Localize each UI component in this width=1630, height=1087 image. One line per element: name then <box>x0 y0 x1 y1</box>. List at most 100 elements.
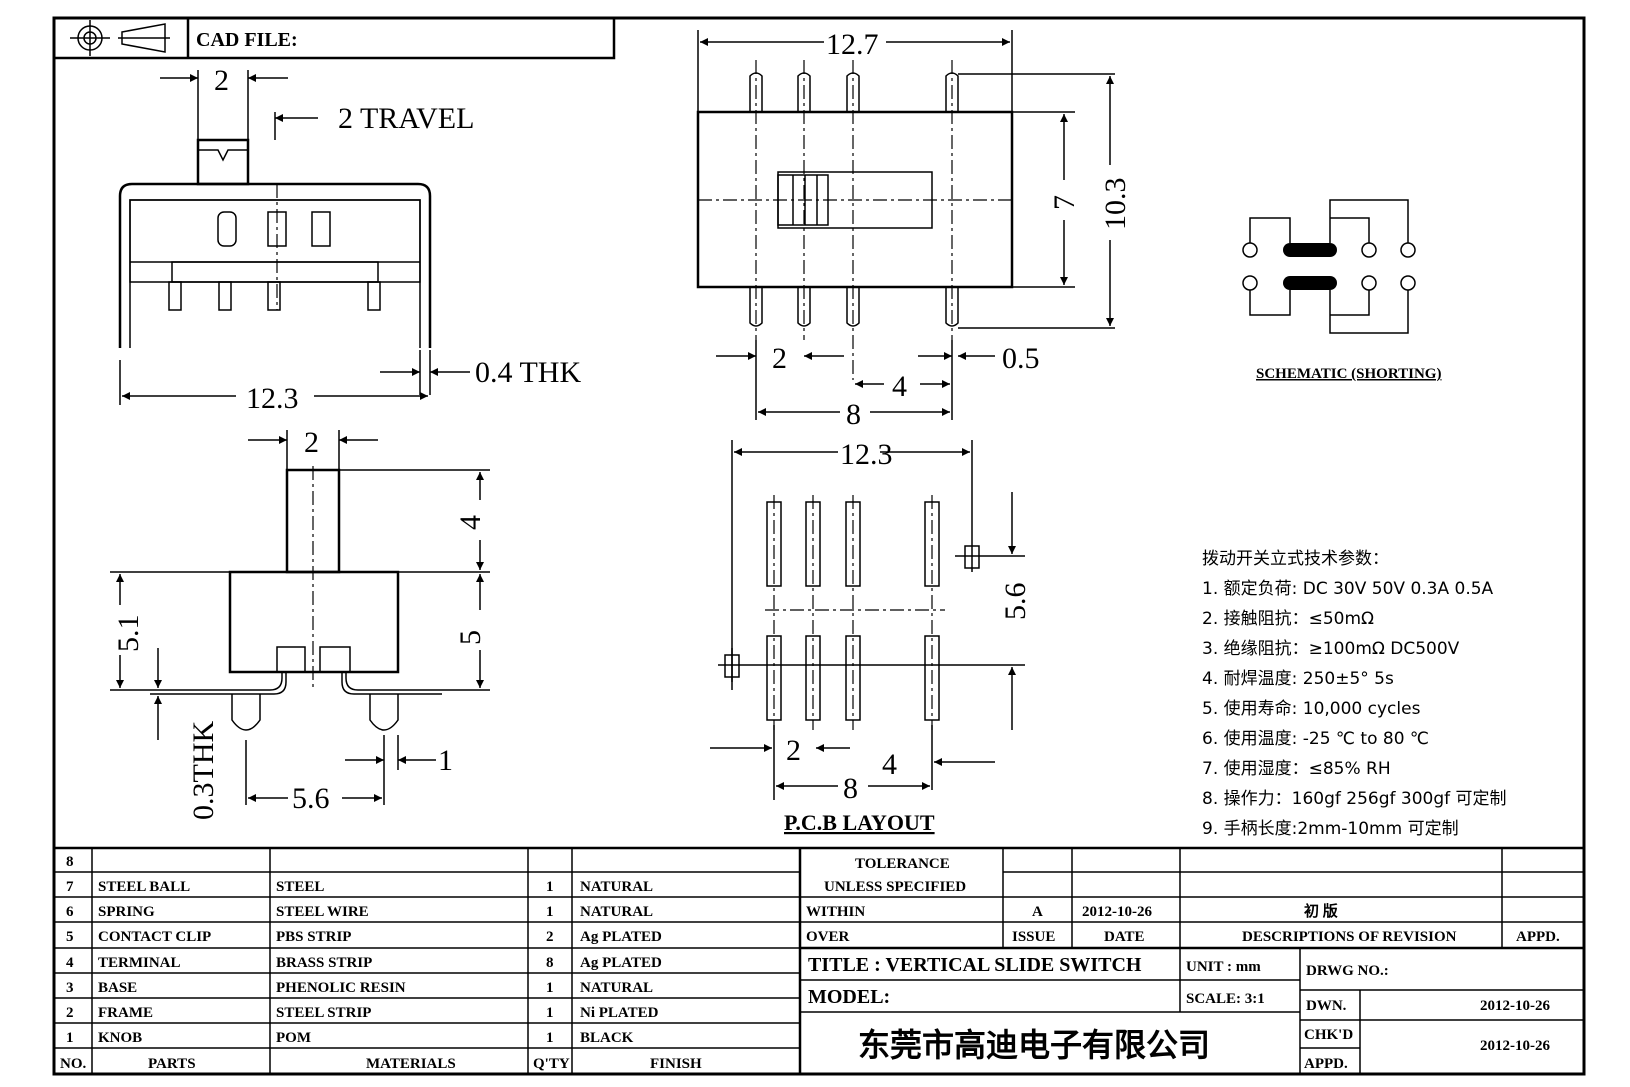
title-block: TOLERANCE UNLESS SPECIFIED WITHIN OVER A… <box>800 848 1584 1074</box>
spec-notes: 拨动开关立式技术参数： 1. 额定负荷: DC 30V 50V 0.3A 0.5… <box>1202 549 1507 839</box>
bom-material: STEEL STRIP <box>276 1005 371 1021</box>
approved-label: APPD. <box>1304 1056 1348 1072</box>
bom-finish: BLACK <box>580 1030 634 1046</box>
bom-material: STEEL <box>276 879 324 895</box>
bom-material: BRASS STRIP <box>276 955 372 971</box>
front-knob-width-dim: 2 <box>304 426 319 459</box>
front-view: 2 4 5 5.1 0.3THK 1 5.6 <box>110 426 490 820</box>
issue-label: ISSUE <box>1012 929 1055 945</box>
revision-description: 初 版 <box>1304 902 1338 920</box>
descriptions-label: DESCRIPTIONS OF REVISION <box>1242 929 1457 945</box>
bom-qty: 8 <box>546 955 554 971</box>
pcb-row-spacing-dim: 5.6 <box>999 583 1032 621</box>
bom-finish: NATURAL <box>580 904 653 920</box>
side-knob-width-dim: 2 <box>214 64 229 97</box>
bom-qty: 1 <box>546 1030 554 1046</box>
bom-material: PBS STRIP <box>276 929 351 945</box>
bom-no: 2 <box>66 1005 74 1021</box>
over-label: OVER <box>806 929 850 945</box>
bom-part: SPRING <box>98 904 155 920</box>
side-travel-dim: 2 TRAVEL <box>338 102 474 135</box>
checked-label: CHK'D <box>1304 1027 1353 1043</box>
bom-part: STEEL BALL <box>98 879 190 895</box>
projection-symbol-icon <box>70 20 170 56</box>
bom-finish: NATURAL <box>580 879 653 895</box>
drawing-title: TITLE : VERTICAL SLIDE SWITCH <box>808 954 1142 976</box>
cad-header: CAD FILE: <box>52 16 616 60</box>
side-thickness-dim: 0.4 THK <box>475 356 581 389</box>
pcb-pitch4-dim: 4 <box>882 748 897 781</box>
drawing-border <box>52 16 1586 1076</box>
bom-header-materials: MATERIALS <box>366 1056 456 1072</box>
top-span-dim: 8 <box>846 398 861 431</box>
front-total-height-dim: 5.1 <box>112 615 145 653</box>
bom-material: STEEL WIRE <box>276 904 369 920</box>
top-length-dim: 12.7 <box>826 28 879 61</box>
bom-qty: 1 <box>546 904 554 920</box>
unless-specified-label: UNLESS SPECIFIED <box>824 879 966 895</box>
pcb-pitch-dim: 2 <box>786 734 801 767</box>
side-width-dim: 12.3 <box>246 382 299 415</box>
bom-part: BASE <box>98 980 137 996</box>
front-pin-offset-dim: 1 <box>438 744 453 777</box>
pcb-span-dim: 8 <box>843 772 858 805</box>
spec-item: 1. 额定负荷: DC 30V 50V 0.3A 0.5A <box>1202 579 1494 599</box>
bom-header-finish: FINISH <box>650 1056 702 1072</box>
top-pitch-dim: 2 <box>772 342 787 375</box>
within-label: WITHIN <box>806 904 865 920</box>
appd-label: APPD. <box>1516 929 1560 945</box>
bom-no: 7 <box>66 879 74 895</box>
spec-item: 3. 绝缘阻抗：≥100mΩ DC500V <box>1202 639 1460 659</box>
top-pin-thk-dim: 0.5 <box>1002 342 1040 375</box>
top-inner-width-dim: 7 <box>1048 195 1081 210</box>
front-knob-height-dim: 4 <box>454 515 487 530</box>
bom-finish: NATURAL <box>580 980 653 996</box>
top-pitch4-dim: 4 <box>892 370 907 403</box>
front-body-height-dim: 5 <box>454 630 487 645</box>
bom-part: CONTACT CLIP <box>98 929 211 945</box>
spec-item: 8. 操作力：160gf 256gf 300gf 可定制 <box>1202 789 1507 809</box>
top-view: 12.7 7 10.3 2 0.5 4 8 <box>696 28 1132 431</box>
unit-label: UNIT : mm <box>1186 959 1261 975</box>
checked-date: 2012-10-26 <box>1480 1038 1550 1054</box>
bom-no: 1 <box>66 1030 74 1046</box>
bom-no: 4 <box>66 955 74 971</box>
bom-part: FRAME <box>98 1005 153 1021</box>
date-label: DATE <box>1104 929 1145 945</box>
bom-finish: Ag PLATED <box>580 955 662 971</box>
spec-item: 6. 使用温度: -25 ℃ to 80 ℃ <box>1202 728 1429 749</box>
front-pin-spacing-dim: 5.6 <box>292 782 330 815</box>
scale-label: SCALE: 3:1 <box>1186 991 1265 1007</box>
bom-header-parts: PARTS <box>148 1056 196 1072</box>
revision-issue: A <box>1032 904 1043 920</box>
bom-qty: 1 <box>546 980 554 996</box>
pcb-layout: 12.3 5.6 2 4 8 P.C.B LAYOUT <box>710 438 1032 835</box>
side-view: 2 2 TRAVEL 0.4 THK 12.3 <box>118 64 581 415</box>
bom-no: 5 <box>66 929 74 945</box>
spec-item: 7. 使用湿度：≤85% RH <box>1202 758 1391 779</box>
spec-item: 4. 耐焊温度: 250±5° 5s <box>1202 669 1394 689</box>
bom-qty: 1 <box>546 1005 554 1021</box>
spec-item: 5. 使用寿命: 10,000 cycles <box>1202 698 1421 719</box>
pcb-layout-label: P.C.B LAYOUT <box>784 810 935 835</box>
schematic: SCHEMATIC (SHORTING) <box>1242 199 1441 382</box>
bom-part: KNOB <box>98 1030 142 1046</box>
bom-no: 3 <box>66 980 74 996</box>
bom-header-no: NO. <box>60 1056 87 1072</box>
schematic-label: SCHEMATIC (SHORTING) <box>1256 366 1441 382</box>
spec-heading: 拨动开关立式技术参数： <box>1202 549 1389 569</box>
bom-table: 8 7 STEEL BALL STEEL 1 NATURAL 6 SPRING … <box>54 846 1584 1074</box>
bom-header-qty: Q'TY <box>533 1056 570 1072</box>
front-thickness-dim: 0.3THK <box>187 721 220 820</box>
bom-finish: Ni PLATED <box>580 1005 659 1021</box>
pcb-length-dim: 12.3 <box>840 438 893 471</box>
spec-item: 9. 手柄长度:2mm-10mm 可定制 <box>1202 819 1459 839</box>
bom-no: 8 <box>66 854 74 870</box>
drawn-label: DWN. <box>1306 998 1347 1014</box>
top-outer-width-dim: 10.3 <box>1099 178 1132 231</box>
bom-qty: 2 <box>546 929 554 945</box>
company-name: 东莞市高迪电子有限公司 <box>858 1026 1210 1064</box>
model-label: MODEL: <box>808 986 890 1008</box>
bom-material: PHENOLIC RESIN <box>276 980 406 996</box>
